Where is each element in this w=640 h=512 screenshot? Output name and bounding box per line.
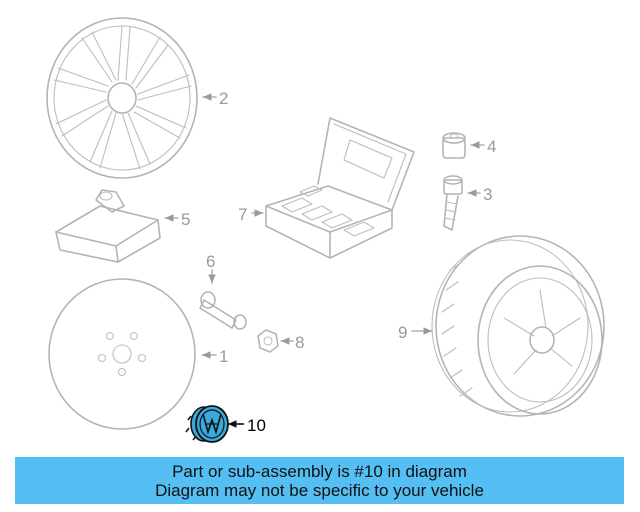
valve-stem-part xyxy=(199,269,247,330)
valve-cap-part xyxy=(442,132,485,159)
tool-kit-part xyxy=(251,117,415,259)
callout-10: 10 xyxy=(247,416,266,435)
center-cap-part[interactable] xyxy=(185,405,244,443)
callout-2: 2 xyxy=(219,89,228,108)
steel-wheel-part xyxy=(48,278,217,430)
info-banner: Part or sub-assembly is #10 in diagram D… xyxy=(15,457,624,504)
tyre-part xyxy=(411,235,605,417)
banner-line-disclaimer: Diagram may not be specific to your vehi… xyxy=(155,480,484,500)
callout-4: 4 xyxy=(487,137,496,156)
banner-line-part-number: Part or sub-assembly is #10 in diagram xyxy=(172,461,467,481)
callout-5: 5 xyxy=(181,210,190,229)
callout-6: 6 xyxy=(206,252,215,271)
callout-1: 1 xyxy=(219,347,228,366)
wheel-bolt-part xyxy=(443,175,481,231)
nut-part xyxy=(257,329,294,353)
callout-3: 3 xyxy=(483,185,492,204)
callout-7: 8 xyxy=(295,333,304,352)
callout-9: 9 xyxy=(398,323,407,342)
callout-8: 7 xyxy=(238,205,247,224)
tpms-sensor-part xyxy=(55,189,179,263)
alloy-wheel-part xyxy=(46,17,217,179)
parts-diagram: 2 4 3 7 5 xyxy=(46,17,605,443)
